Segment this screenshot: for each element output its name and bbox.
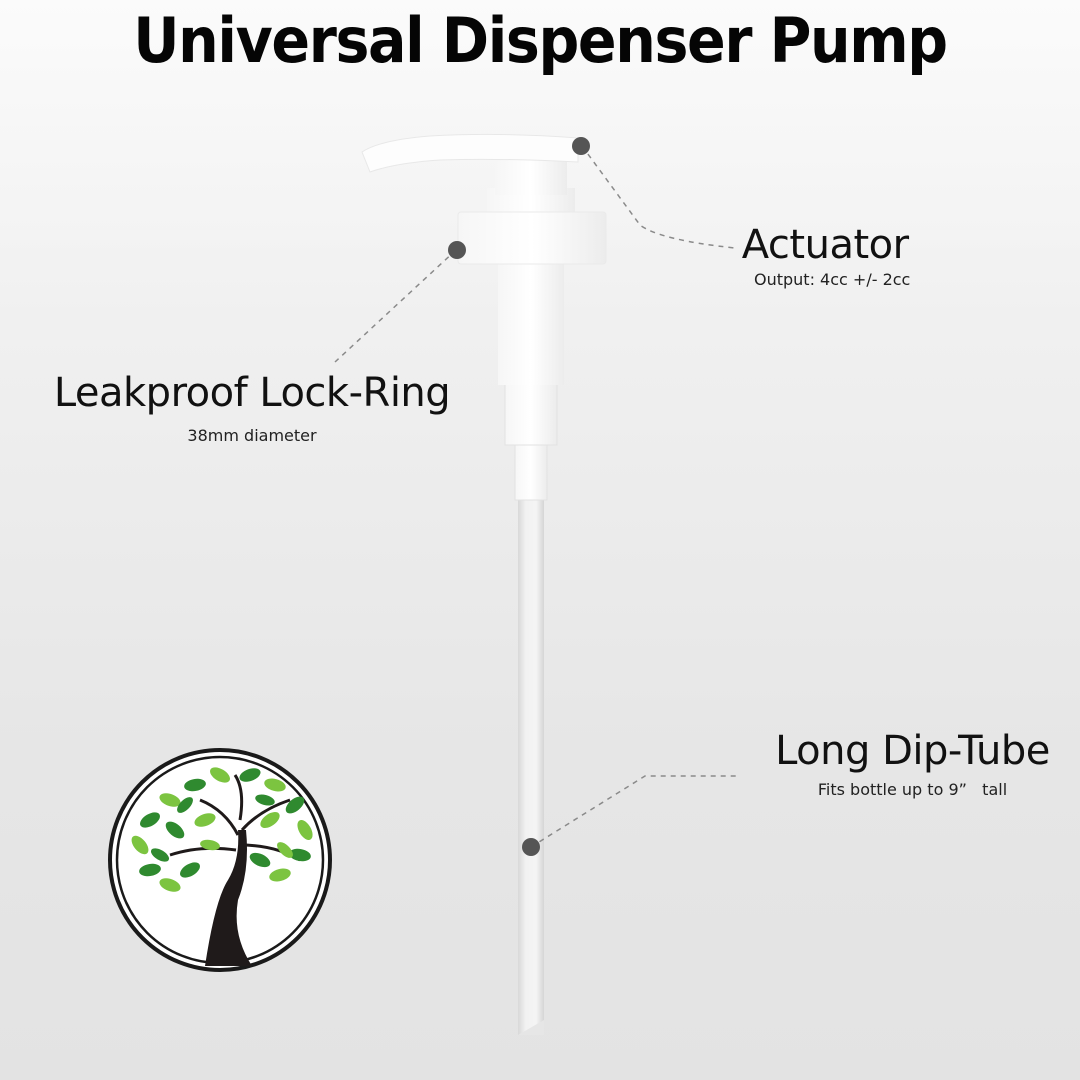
pump-stem-middle [504, 379, 558, 446]
actuator-callout: Actuator Output: 4cc +/- 2cc [740, 222, 911, 289]
pump-body [498, 260, 564, 385]
actuator-label: Actuator [741, 222, 909, 268]
lock-ring-detail: 38mm diameter [187, 426, 317, 445]
dip-tube-detail: Fits bottle up to 9” tall [817, 780, 1008, 799]
pump-stem-lower [514, 439, 548, 501]
lock-ring-callout-dot [448, 241, 466, 259]
dip-tube-callout: Long Dip-Tube Fits bottle up to 9” tall [750, 728, 1075, 799]
page-title: Universal Dispenser Pump [133, 4, 948, 77]
dip-tube [518, 490, 544, 1035]
actuator-head [361, 133, 579, 195]
lock-ring [457, 188, 607, 265]
actuator-detail: Output: 4cc +/- 2cc [754, 270, 911, 289]
lock-ring-label: Leakproof Lock-Ring [53, 370, 451, 416]
tree-logo-icon [108, 748, 332, 972]
lock-ring-callout: Leakproof Lock-Ring 38mm diameter [22, 370, 482, 445]
dip-tube-callout-dot [522, 838, 540, 856]
dip-tube-label: Long Dip-Tube [775, 728, 1050, 774]
actuator-callout-dot [572, 137, 590, 155]
callout-lines [334, 145, 740, 848]
